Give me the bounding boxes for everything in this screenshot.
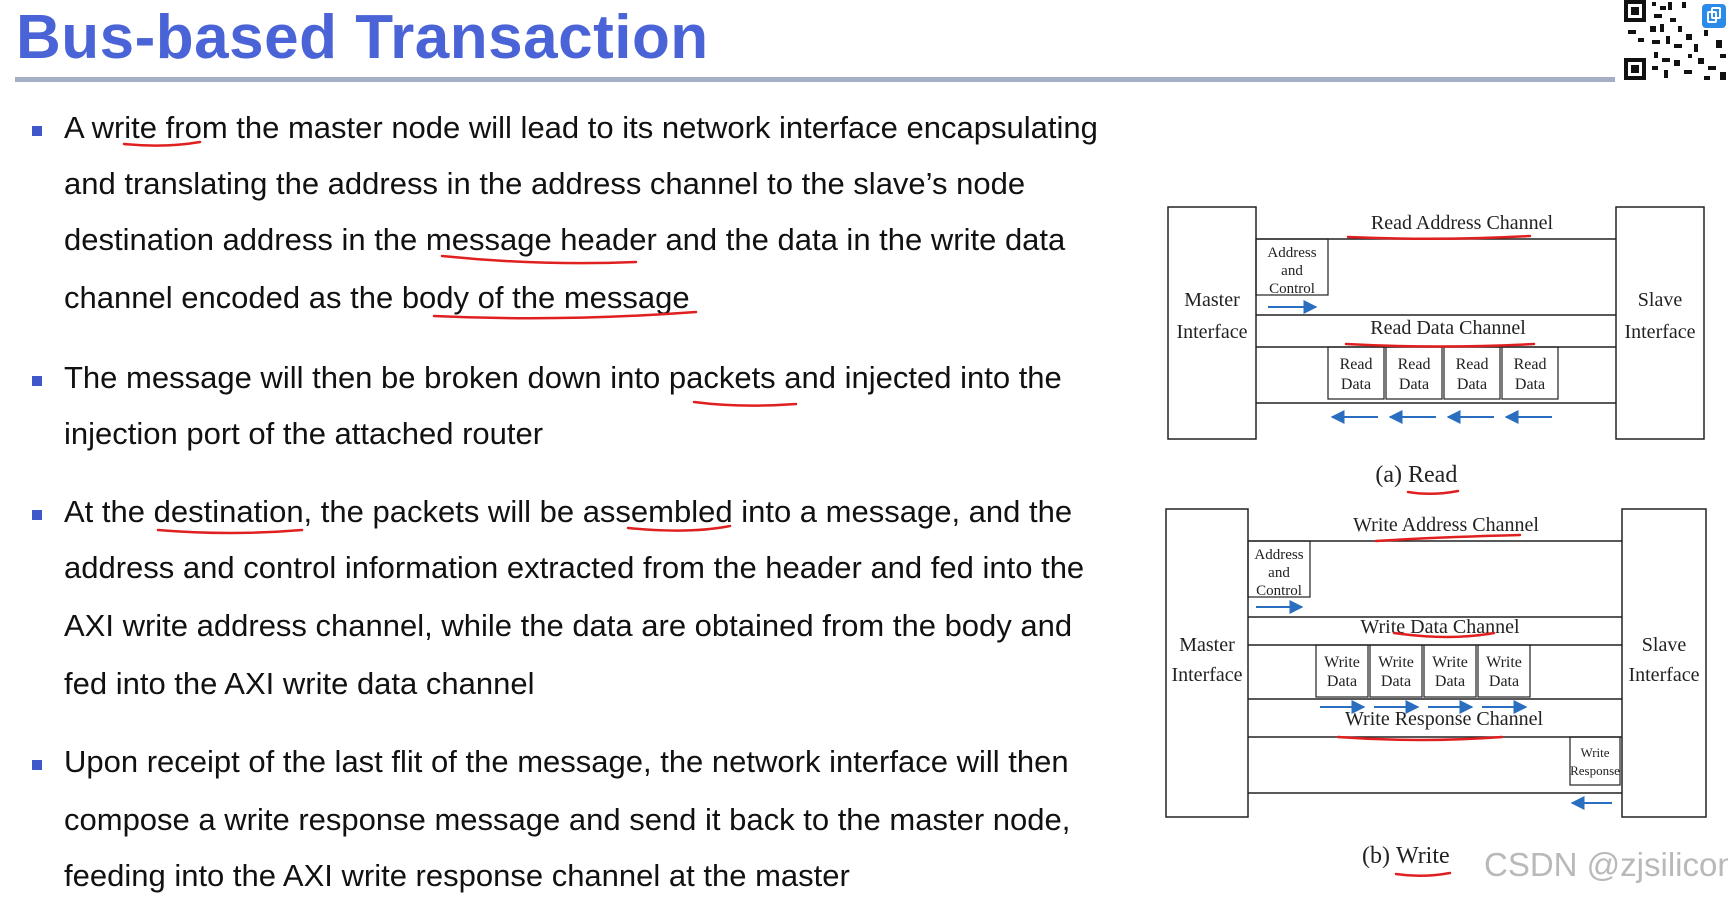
watermark: CSDN @zjsilicon <box>1484 846 1728 883</box>
read-data-text: Read <box>1514 356 1547 373</box>
bullet-4-line-3: feeding into the AXI write response chan… <box>64 858 850 893</box>
bullet-list: A write from the master node will lead t… <box>32 110 1098 893</box>
bullet-2-line-1: The message will then be broken down int… <box>64 360 1062 395</box>
bullet-3-line-3: AXI write address channel, while the dat… <box>64 608 1073 643</box>
write-response-block-text: Response <box>1570 763 1620 778</box>
qr-code-icon <box>1624 0 1728 84</box>
read-slave-box <box>1615 206 1705 440</box>
write-response-channel-label: Write Response Channel <box>1345 708 1543 730</box>
read-data-text: Read <box>1398 356 1431 373</box>
write-response-block <box>1569 736 1621 786</box>
write-data-text: Write <box>1378 654 1414 671</box>
read-address-block-text: and <box>1281 263 1303 279</box>
write-data-channel-label: Write Data Channel <box>1360 616 1520 638</box>
read-data-blocks: Read Data Read Data Read Data Read Data <box>1327 346 1559 400</box>
bullet-1-line-3: destination address in the message heade… <box>64 222 1066 257</box>
write-data-text: Data <box>1435 673 1465 690</box>
write-caption-word: Write <box>1396 843 1450 869</box>
read-data-text: Read <box>1340 356 1373 373</box>
read-data-text: Data <box>1399 376 1429 393</box>
bullet-3-line-4: fed into the AXI write data channel <box>64 666 535 701</box>
bullet-3-line-2: address and control information extracte… <box>64 550 1085 585</box>
read-data-channel-label: Read Data Channel <box>1370 317 1526 339</box>
write-slave-box <box>1621 508 1707 818</box>
bullet-2-line-2: injection port of the attached router <box>64 416 544 451</box>
bullet-1-line-4: channel encoded as the body of the messa… <box>64 280 690 315</box>
write-address-block <box>1247 540 1311 598</box>
write-address-block-text: Address <box>1254 547 1303 563</box>
bullet-4-line-2: compose a write response message and sen… <box>64 802 1071 837</box>
bullet-4-line-1: Upon receipt of the last flit of the mes… <box>64 744 1069 779</box>
write-response-block-text: Write <box>1580 745 1609 760</box>
page-title: Bus-based Transaction <box>16 3 709 72</box>
read-master-label: Interface <box>1176 321 1247 343</box>
read-slave-label: Slave <box>1638 289 1683 311</box>
read-master-label: Master <box>1184 289 1240 311</box>
write-master-box <box>1165 508 1249 818</box>
read-master-box <box>1167 206 1257 440</box>
write-data-text: Write <box>1486 654 1522 671</box>
read-diagram: Master Interface Slave Interface Read Ad… <box>1167 206 1705 495</box>
bullet-3-line-1: At the destination, the packets will be … <box>64 494 1073 529</box>
bullet-marker <box>32 126 42 136</box>
bullet-marker <box>32 376 42 386</box>
write-diagram: Master Interface Slave Interface Write A… <box>1165 508 1707 877</box>
write-address-block-text: and <box>1268 565 1290 581</box>
write-slave-label: Interface <box>1628 664 1699 686</box>
write-address-block-text: Control <box>1256 583 1302 599</box>
write-slave-label: Slave <box>1642 634 1687 656</box>
read-data-text: Data <box>1457 376 1487 393</box>
read-address-block <box>1255 238 1329 296</box>
write-data-blocks: Write Data Write Data Write Data Write D… <box>1315 644 1531 698</box>
write-data-text: Data <box>1489 673 1519 690</box>
axi-channel-diagram: Master Interface Slave Interface Read Ad… <box>1165 206 1707 877</box>
bullet-1-line-1: A write from the master node will lead t… <box>64 110 1098 145</box>
write-caption-prefix: (b) <box>1362 843 1390 869</box>
write-address-channel-label: Write Address Channel <box>1353 514 1539 536</box>
write-data-text: Write <box>1432 654 1468 671</box>
read-address-channel-label: Read Address Channel <box>1371 212 1554 234</box>
write-master-label: Interface <box>1171 664 1242 686</box>
read-caption-word: Read <box>1408 462 1457 488</box>
write-data-text: Data <box>1327 673 1357 690</box>
read-data-text: Data <box>1341 376 1371 393</box>
write-data-text: Data <box>1381 673 1411 690</box>
write-master-label: Master <box>1179 634 1235 656</box>
read-slave-label: Interface <box>1624 321 1695 343</box>
write-data-text: Write <box>1324 654 1360 671</box>
title-divider <box>15 77 1615 82</box>
read-caption-prefix: (a) <box>1375 462 1402 488</box>
read-address-block-text: Control <box>1269 281 1315 297</box>
read-data-text: Data <box>1515 376 1545 393</box>
bullet-marker <box>32 760 42 770</box>
read-address-block-text: Address <box>1267 245 1316 261</box>
bullet-1-line-2: and translating the address in the addre… <box>64 166 1026 201</box>
bullet-marker <box>32 510 42 520</box>
read-data-text: Read <box>1456 356 1489 373</box>
